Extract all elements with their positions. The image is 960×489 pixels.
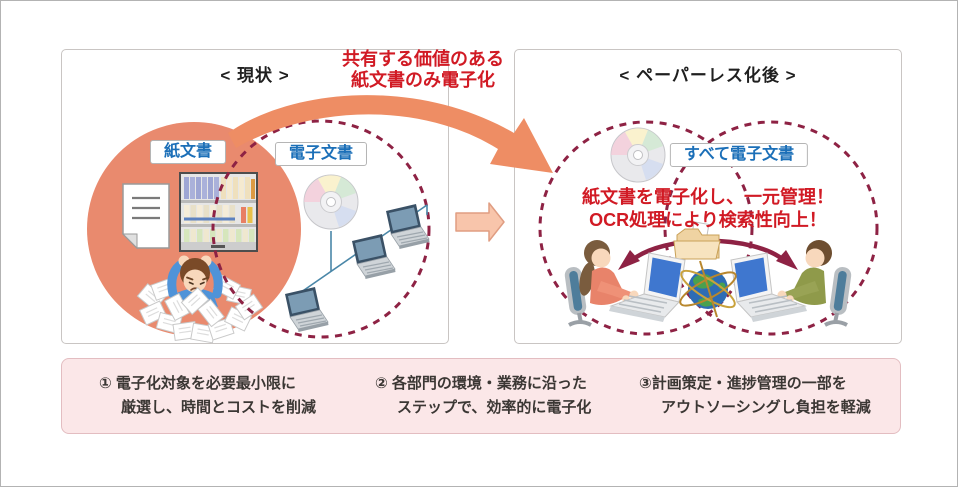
benefit-2-line1: ② 各部門の環境・業務に沿った [375,375,587,392]
benefits-box: ① 電子化対象を必要最小限に 厳選し、時間とコストを削減 ② 各部門の環境・業務… [61,358,901,434]
paperless-message-line2: OCR処理により検索性向上！ [589,210,827,230]
current-state-panel [61,49,449,344]
benefit-item-1: ① 電子化対象を必要最小限に 厳選し、時間とコストを削減 [99,372,316,420]
block-arrow [455,202,505,242]
digital-document-label: 電子文書 [274,142,368,166]
transition-note-line1: 共有する価値のある [342,49,504,69]
benefit-3-line1: ③計画策定・進捗管理の一部を [639,375,847,392]
benefit-2-line2: ステップで、効率的に電子化 [397,399,592,416]
transition-note: 共有する価値のある 紙文書のみ電子化 [318,49,528,91]
paperless-message-line1: 紙文書を電子化し、一元管理！ [582,187,834,207]
benefit-item-3: ③計画策定・進捗管理の一部を アウトソーシングし負担を軽減 [639,372,871,420]
paperless-message: 紙文書を電子化し、一元管理！ OCR処理により検索性向上！ [548,186,868,232]
after-paperless-title: < ペーパーレス化後 > [619,66,797,85]
current-state-title: < 現状 > [220,66,290,85]
transition-note-line2: 紙文書のみ電子化 [351,70,495,90]
all-digital-label: すべて電子文書 [669,143,809,167]
benefit-3-line2: アウトソーシングし負担を軽減 [661,399,871,416]
benefit-item-2: ② 各部門の環境・業務に沿った ステップで、効率的に電子化 [375,372,591,420]
paper-document-label: 紙文書 [149,140,227,164]
benefit-1-line2: 厳選し、時間とコストを削減 [121,399,317,416]
benefit-1-line1: ① 電子化対象を必要最小限に [99,375,296,392]
